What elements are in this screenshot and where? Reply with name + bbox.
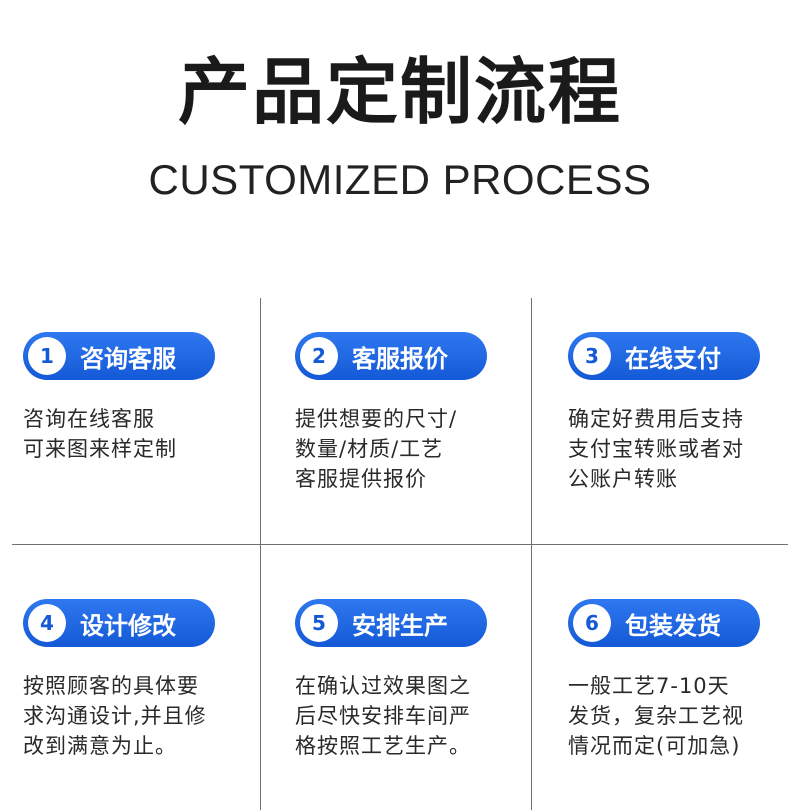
description-line: 支付宝转账或者对 — [568, 437, 744, 461]
page-subtitle: CUSTOMIZED PROCESS — [148, 156, 652, 203]
step-title: 包装发货 — [625, 611, 721, 640]
grid-divider-vertical-1 — [260, 298, 261, 810]
step-description: 提供想要的尺寸/ 数量/材质/工艺 客服提供报价 — [295, 404, 535, 494]
description-line: 公账户转账 — [568, 467, 678, 491]
description-line: 格按照工艺生产。 — [295, 734, 471, 758]
description-line: 一般工艺7-10天 — [568, 674, 730, 698]
step-title: 咨询客服 — [80, 344, 176, 373]
description-line: 可来图来样定制 — [23, 437, 177, 461]
step-description: 确定好费用后支持 支付宝转账或者对 公账户转账 — [568, 404, 800, 494]
description-line: 按照顾客的具体要 — [23, 674, 199, 698]
step-number: 4 — [28, 604, 66, 642]
step-badge: 6 包装发货 — [568, 599, 760, 647]
step-title: 设计修改 — [80, 611, 176, 640]
description-line: 发货，复杂工艺视 — [568, 704, 744, 728]
step-description: 按照顾客的具体要 求沟通设计,并且修 改到满意为止。 — [23, 671, 263, 761]
step-badge: 5 安排生产 — [295, 599, 487, 647]
step-title: 在线支付 — [625, 344, 721, 373]
description-line: 后尽快安排车间严 — [295, 704, 471, 728]
description-line: 数量/材质/工艺 — [295, 437, 444, 461]
step-description: 一般工艺7-10天 发货，复杂工艺视 情况而定(可加急) — [568, 671, 800, 761]
step-number: 1 — [28, 337, 66, 375]
page-title: 产品定制流程 — [177, 50, 622, 134]
description-line: 确定好费用后支持 — [568, 407, 744, 431]
step-number: 2 — [300, 337, 338, 375]
step-number: 6 — [573, 604, 611, 642]
step-badge: 3 在线支付 — [568, 332, 760, 380]
step-badge: 2 客服报价 — [295, 332, 487, 380]
grid-divider-vertical-2 — [531, 298, 532, 810]
description-line: 客服提供报价 — [295, 467, 427, 491]
step-number: 5 — [300, 604, 338, 642]
step-number: 3 — [573, 337, 611, 375]
description-line: 提供想要的尺寸/ — [295, 407, 458, 431]
step-title: 客服报价 — [352, 344, 448, 373]
step-badge: 4 设计修改 — [23, 599, 215, 647]
step-title: 安排生产 — [352, 611, 448, 640]
description-line: 咨询在线客服 — [23, 407, 155, 431]
step-description: 咨询在线客服 可来图来样定制 — [23, 404, 263, 464]
description-line: 求沟通设计,并且修 — [23, 704, 207, 728]
description-line: 在确认过效果图之 — [295, 674, 471, 698]
step-description: 在确认过效果图之 后尽快安排车间严 格按照工艺生产。 — [295, 671, 535, 761]
description-line: 改到满意为止。 — [23, 734, 177, 758]
description-line: 情况而定(可加急) — [568, 734, 741, 758]
step-badge: 1 咨询客服 — [23, 332, 215, 380]
grid-divider-horizontal — [12, 544, 788, 545]
